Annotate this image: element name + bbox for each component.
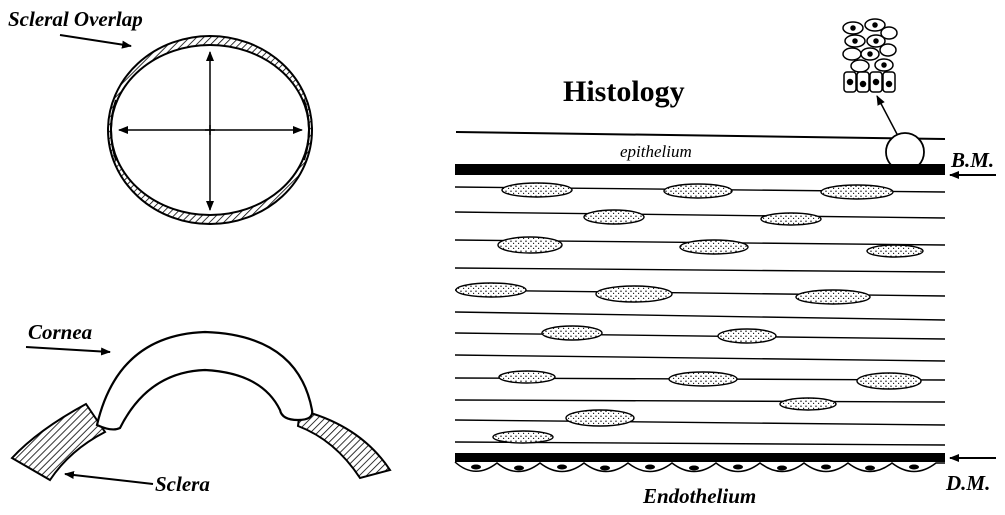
bm-label: B.M. <box>950 148 994 172</box>
cornea-arch <box>97 332 312 429</box>
histology-figure: Histology <box>455 18 996 508</box>
epithelial-cell-cluster <box>840 18 898 93</box>
sclera-left-band <box>12 404 105 480</box>
scleral-overlap-pointer <box>60 35 131 46</box>
sclera-right-band <box>298 410 390 478</box>
scleral-overlap-figure: Scleral Overlap <box>8 7 312 224</box>
sclera-pointer <box>65 474 153 484</box>
cornea-cross-section: Cornea Sclera <box>12 320 390 496</box>
scleral-overlap-label: Scleral Overlap <box>8 7 143 31</box>
cornea-label: Cornea <box>28 320 92 344</box>
cornea-pointer <box>26 347 110 352</box>
magnify-arrow <box>877 96 898 136</box>
descemets-membrane-band <box>455 453 945 462</box>
epithelium-top-line <box>456 132 945 139</box>
dm-label: D.M. <box>945 471 990 495</box>
bowmans-membrane-band <box>455 164 945 175</box>
sclera-label: Sclera <box>155 472 210 496</box>
epithelium-label: epithelium <box>620 142 692 161</box>
stroma-lamellae <box>455 187 945 445</box>
histology-title: Histology <box>563 75 685 108</box>
endothelium-label: Endothelium <box>642 484 756 508</box>
